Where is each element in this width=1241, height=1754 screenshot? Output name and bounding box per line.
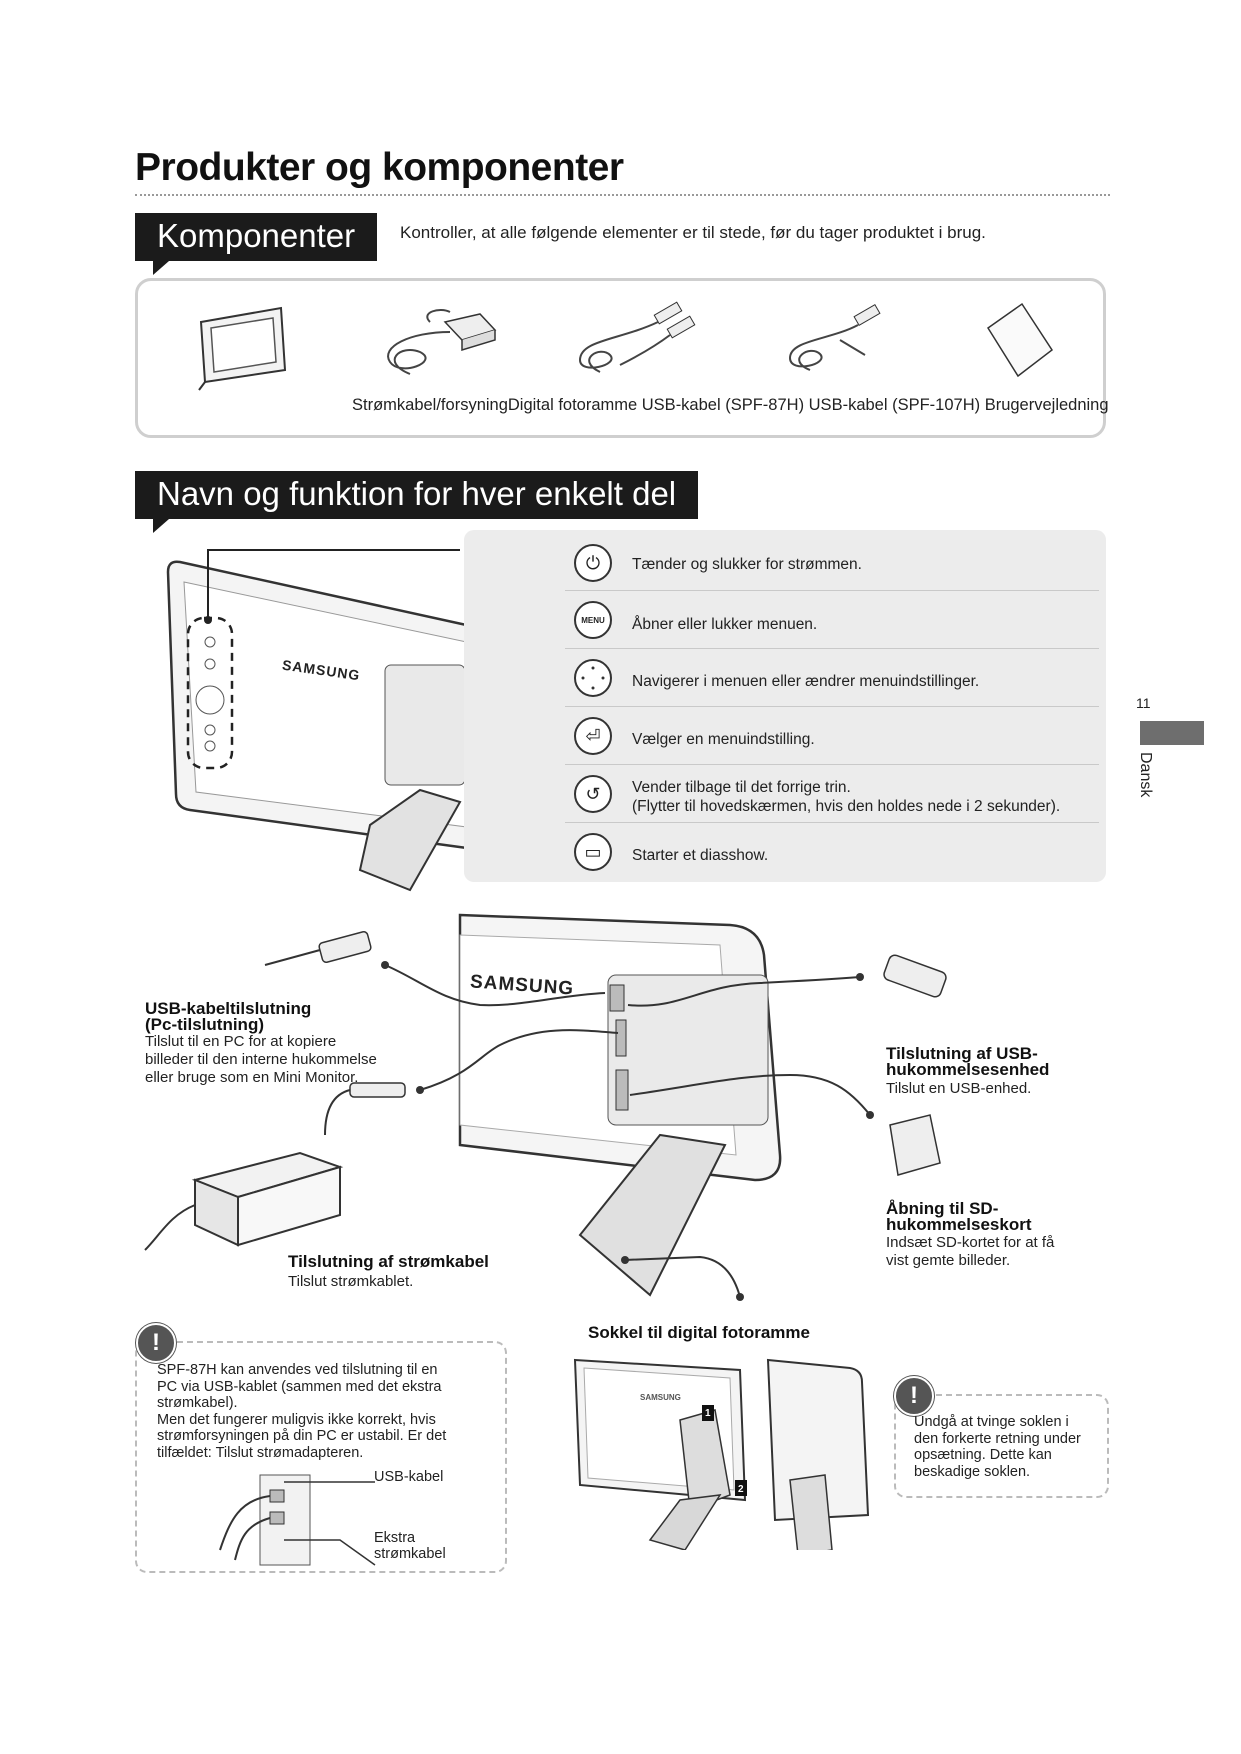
usb-storage-title: Tilslutning af USB- [886, 1044, 1038, 1063]
connections-illustration [144, 913, 947, 1301]
page-title: Produkter og komponenter [135, 146, 624, 189]
components-labels: Strømkabel/forsyningDigital fotoramme US… [352, 396, 1109, 414]
side-tab-language: Dansk [1137, 752, 1154, 798]
usb-pc-text-2: billeder til den interne hukommelse [145, 1051, 377, 1068]
enter-button-description: Vælger en menuindstilling. [632, 731, 815, 748]
enter-icon: ⏎ [574, 717, 612, 755]
manual-icon [986, 302, 1054, 378]
extra-power-callout-2: strømkabel [374, 1546, 446, 1562]
sd-title: Åbning til SD- [886, 1199, 999, 1218]
power-icon: ⏻ [574, 544, 612, 582]
photo-frame-icon [198, 306, 287, 391]
power-text: Tilslut strømkablet. [288, 1273, 414, 1290]
button-row-divider [565, 822, 1099, 823]
button-row-divider [565, 764, 1099, 765]
slideshow-button-description: Starter et diasshow. [632, 847, 769, 864]
page-number: 11 [1136, 695, 1151, 711]
frame-back-illustration [166, 549, 512, 892]
usb-cable-icon [578, 301, 696, 373]
slideshow-icon: ▭ [574, 833, 612, 871]
usb-power-note [135, 1341, 507, 1573]
side-tab-marker [1140, 721, 1204, 745]
usb-storage-text: Tilslut en USB-enhed. [886, 1080, 1032, 1097]
step-2-marker: 2 [738, 1484, 744, 1495]
usb-pc-text-3: eller bruge som en Mini Monitor. [145, 1069, 359, 1086]
components-box [135, 278, 1106, 438]
usb-power-ports-illustration [219, 1474, 376, 1566]
power-button-description: Tænder og slukker for strømmen. [632, 556, 862, 573]
components-heading: Komponenter [135, 213, 378, 275]
step-1-marker: 1 [705, 1408, 711, 1419]
menu-icon: MENU [574, 601, 612, 639]
stand-warning-note [894, 1394, 1109, 1498]
usb-cable-callout: USB-kabel [374, 1469, 444, 1485]
back-button-description: Vender tilbage til det forrige trin. [632, 779, 851, 796]
stand-title: Sokkel til digital fotoramme [588, 1323, 810, 1342]
parts-heading: Navn og funktion for hver enkelt del [135, 471, 699, 533]
navigation-icon [574, 659, 612, 697]
power-adapter-icon [387, 309, 497, 375]
button-row-divider [565, 706, 1099, 707]
stand-frame-brand-logo: SAMSUNG [640, 1393, 681, 1402]
sd-text-1: Indsæt SD-kortet for at få [886, 1234, 1055, 1251]
sd-subtitle: hukommelseskort [886, 1215, 1032, 1234]
stand-setup-illustration [573, 1358, 870, 1550]
sd-text-2: vist gemte billeder. [886, 1252, 1011, 1269]
button-row-divider [565, 590, 1099, 591]
back-icon: ↺ [574, 775, 612, 813]
menu-button-description: Åbner eller lukker menuen. [632, 616, 818, 633]
usb-pc-text-1: Tilslut til en PC for at kopiere [145, 1033, 337, 1050]
usb-power-note-text: SPF-87H kan anvendes ved tilslutning til… [157, 1362, 447, 1461]
usb-pc-subtitle: (Pc-tilslutning) [145, 1015, 264, 1034]
extra-power-callout-1: Ekstra [374, 1530, 416, 1546]
warning-icon: ! [894, 1376, 934, 1416]
usb-cable-icon [788, 303, 881, 371]
stand-warning-text: Undgå at tvinge soklen i den forkerte re… [914, 1414, 1081, 1480]
power-title: Tilslutning af strømkabel [288, 1252, 489, 1271]
title-divider [135, 194, 1110, 196]
button-row-divider [565, 648, 1099, 649]
components-intro: Kontroller, at alle følgende elementer e… [400, 223, 986, 242]
navigation-button-description: Navigerer i menuen eller ændrer menuinds… [632, 673, 980, 690]
usb-pc-title: USB-kabeltilslutning [145, 999, 312, 1018]
usb-storage-subtitle: hukommelsesenhed [886, 1060, 1050, 1079]
warning-icon: ! [136, 1323, 176, 1363]
back-button-description-extra: (Flytter til hovedskærmen, hvis den hold… [632, 798, 1061, 815]
